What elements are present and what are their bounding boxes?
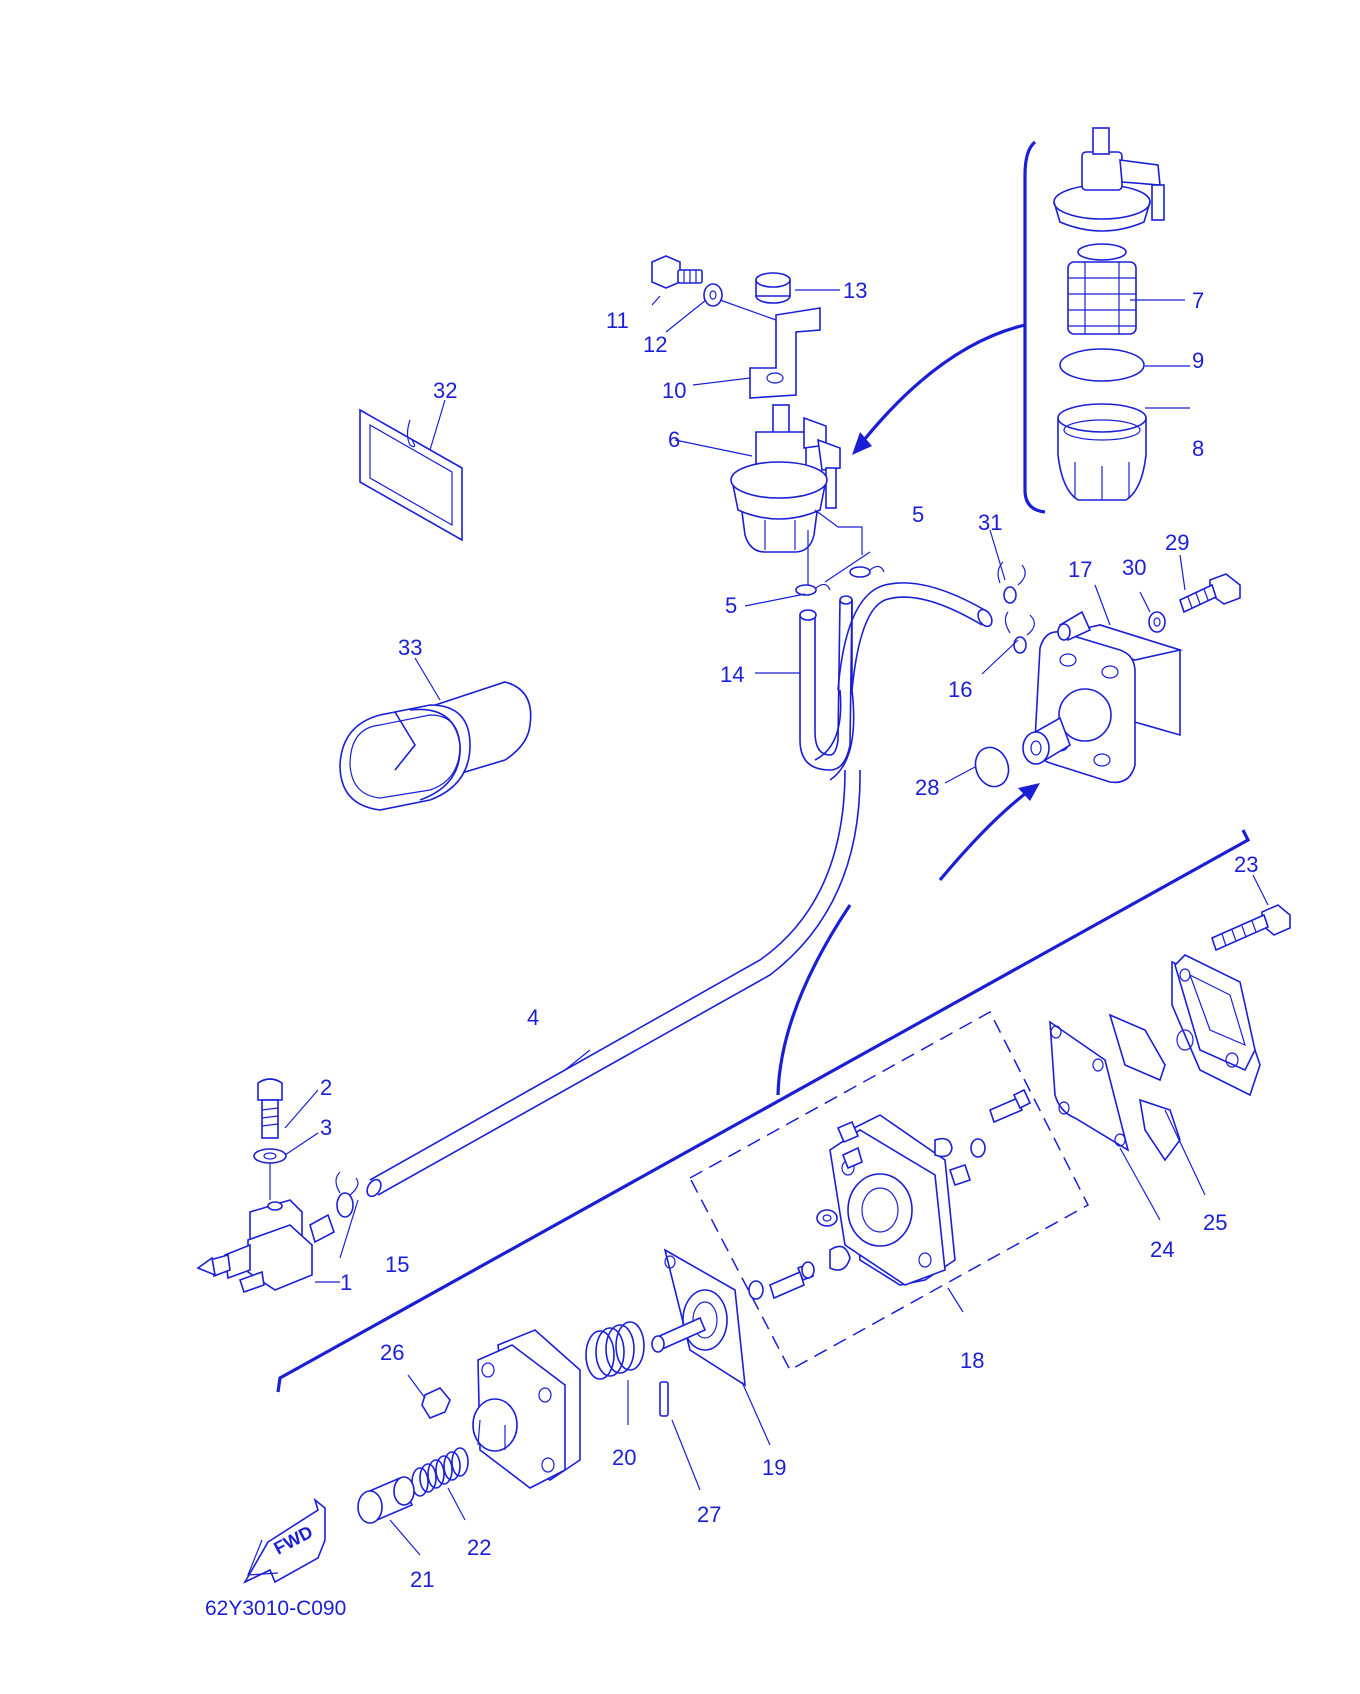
callout-5a: 5 <box>912 502 924 527</box>
washer-30 <box>1148 611 1166 633</box>
callout-17: 17 <box>1068 557 1092 582</box>
callout-15: 15 <box>385 1252 409 1277</box>
callout-28: 28 <box>915 775 939 800</box>
callout-25: 25 <box>1203 1210 1227 1235</box>
assembly-baseline <box>276 829 1251 1393</box>
callout-14: 14 <box>720 662 744 687</box>
pump-cover <box>1171 954 1261 1097</box>
fwd-arrow: FWD <box>243 1497 326 1584</box>
callout-6: 6 <box>668 427 680 452</box>
fuel-filter-assembly <box>730 404 863 585</box>
pin-27 <box>659 1381 669 1417</box>
callout-19: 19 <box>762 1455 786 1480</box>
callout-33: 33 <box>398 635 422 660</box>
callout-11: 11 <box>606 308 629 333</box>
fuel-hose-14 <box>799 582 993 781</box>
callout-10: 10 <box>662 378 686 403</box>
bolt-29 <box>1179 573 1241 614</box>
drawing-code: 62Y3010-C090 <box>205 1597 346 1620</box>
pump-body <box>816 1114 986 1286</box>
diaphragm-25 <box>1108 1013 1181 1162</box>
callout-13: 13 <box>843 278 867 303</box>
leader-lines <box>284 289 1269 1556</box>
o-ring-28 <box>974 746 1010 788</box>
nut-13 <box>755 272 791 304</box>
hose-sleeve-33 <box>339 681 532 811</box>
callout-2: 2 <box>320 1075 332 1100</box>
callout-numbers: 1 2 3 4 5 5 6 7 8 9 10 11 12 13 14 15 16… <box>320 278 1258 1592</box>
gasket-24 <box>1049 1020 1130 1152</box>
washer-3 <box>253 1148 287 1164</box>
filter-bracket <box>749 307 821 399</box>
callout-23: 23 <box>1234 852 1258 877</box>
bolt-2 <box>257 1078 283 1139</box>
callout-27: 27 <box>697 1502 721 1527</box>
fuel-hose-4 <box>366 769 861 1198</box>
pump-small-parts <box>748 1088 1032 1300</box>
callout-21: 21 <box>410 1567 434 1592</box>
callout-26: 26 <box>380 1340 404 1365</box>
callout-7: 7 <box>1192 288 1204 313</box>
clip-16 <box>1004 611 1035 654</box>
callout-22: 22 <box>467 1535 491 1560</box>
callout-9: 9 <box>1192 348 1204 373</box>
clip-31 <box>997 561 1026 604</box>
inset-bracket <box>852 140 1046 514</box>
filter-element <box>1067 243 1137 335</box>
diaphragm-19 <box>651 1248 746 1387</box>
callout-24: 24 <box>1150 1237 1174 1262</box>
pump-base <box>421 1329 581 1489</box>
washer-12 <box>703 283 723 307</box>
clip-15 <box>335 1171 359 1218</box>
filter-cap-detail <box>1053 127 1165 232</box>
callout-20: 20 <box>612 1445 636 1470</box>
callout-18: 18 <box>960 1348 984 1373</box>
callout-32: 32 <box>433 378 457 403</box>
spring-20 <box>585 1321 645 1380</box>
callout-1: 1 <box>340 1270 352 1295</box>
filter-cup <box>1057 403 1147 501</box>
screw-23 <box>1211 904 1291 952</box>
callout-4: 4 <box>527 1005 539 1030</box>
callout-3: 3 <box>320 1115 332 1140</box>
kit-boundary-18 <box>688 1010 1089 1372</box>
callout-8: 8 <box>1192 436 1204 461</box>
plunger-21 <box>357 1476 415 1524</box>
callout-29: 29 <box>1165 530 1189 555</box>
warning-label-32 <box>359 408 463 542</box>
callout-12: 12 <box>643 332 667 357</box>
spring-22 <box>411 1447 469 1497</box>
callout-16: 16 <box>948 677 972 702</box>
callout-30: 30 <box>1122 555 1146 580</box>
fuel-joint-1 <box>196 1160 335 1294</box>
o-ring-inset <box>1059 348 1145 382</box>
fuel-pump-17 <box>938 610 1184 882</box>
hose-clips-5 <box>795 565 885 596</box>
callout-5b: 5 <box>725 593 737 618</box>
callout-31: 31 <box>978 510 1002 535</box>
bolt-11 <box>651 255 703 289</box>
